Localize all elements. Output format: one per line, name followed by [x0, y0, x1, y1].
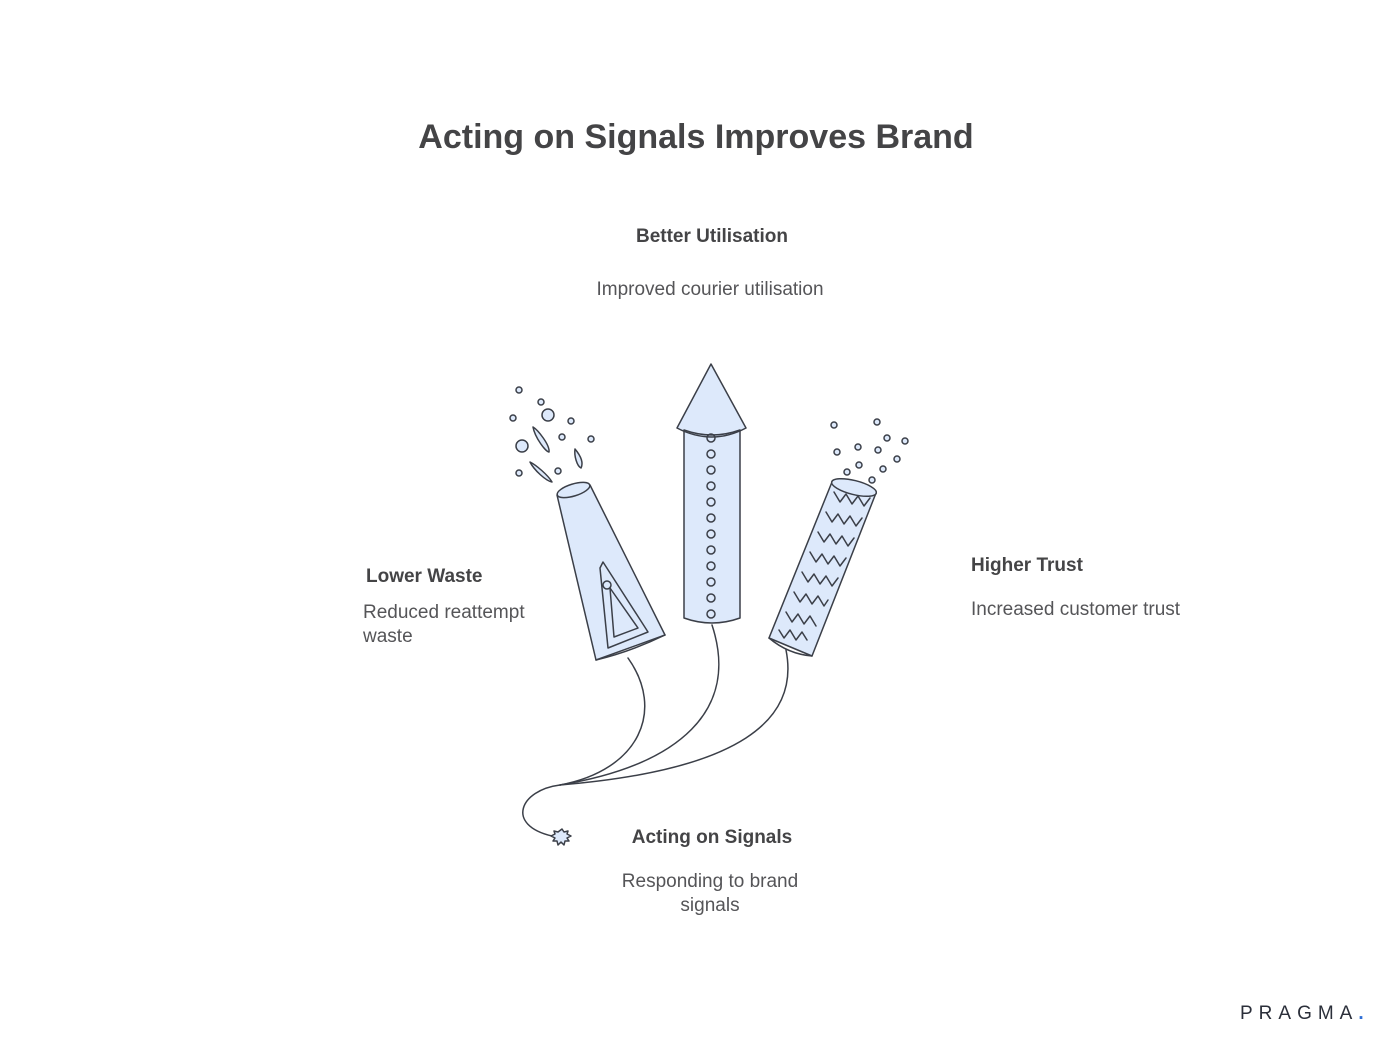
logo-text: PRAGMA	[1240, 1003, 1359, 1024]
pragma-logo: PRAGMA.	[1240, 1003, 1364, 1025]
cone-rocket-icon	[556, 481, 666, 661]
higher-trust-heading: Higher Trust	[971, 555, 1083, 576]
higher-trust-description: Increased customer trust	[971, 599, 1181, 620]
left-sparks-icon	[509, 386, 595, 483]
zigzag-rocket-icon	[768, 477, 878, 657]
logo-dot: .	[1358, 1003, 1364, 1024]
fuse-lines	[522, 624, 789, 837]
fuse-spark-icon	[550, 828, 572, 846]
lower-waste-heading: Lower Waste	[366, 566, 483, 587]
better-utilisation-heading: Better Utilisation	[635, 226, 789, 247]
right-sparks-icon	[830, 418, 909, 484]
lower-waste-description: Reduced reattempt waste	[363, 602, 525, 647]
tall-rocket-icon	[676, 363, 747, 624]
acting-on-signals-heading: Acting on Signals	[631, 827, 793, 848]
acting-on-signals-description: Responding to brand signals	[621, 871, 799, 916]
page-title: Acting on Signals Improves Brand	[418, 118, 974, 156]
better-utilisation-description: Improved courier utilisation	[596, 279, 824, 300]
